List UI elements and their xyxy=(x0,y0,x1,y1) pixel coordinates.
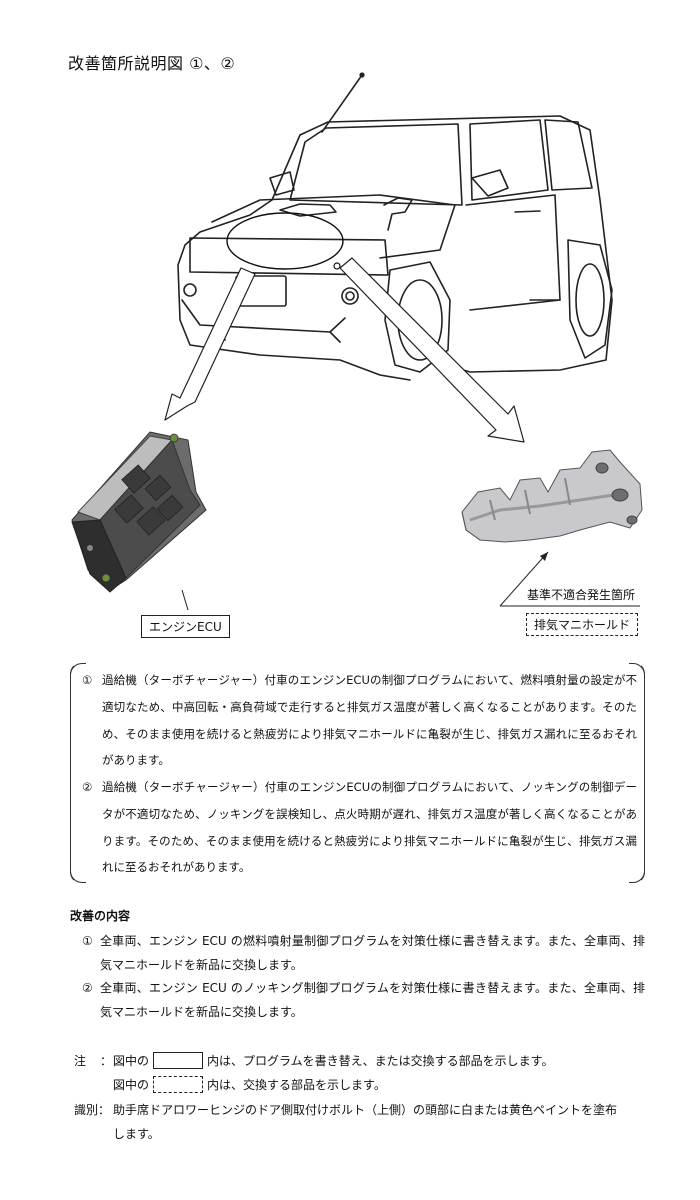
antenna xyxy=(321,74,363,133)
improvement-item-1-text: 全車両、エンジン ECU の燃料噴射量制御プログラムを対策仕様に書き替えます。ま… xyxy=(100,934,645,972)
defect-leader xyxy=(499,551,549,607)
manifold-location-dot xyxy=(333,262,341,270)
ecu-leader-line xyxy=(181,589,189,611)
arrow-to-manifold xyxy=(339,257,525,443)
vehicle-illustration xyxy=(71,72,643,611)
identification-label: 識別： xyxy=(74,1103,111,1117)
improvement-item-1-number: ① xyxy=(82,934,93,948)
manifold-label: 排気マニホールド xyxy=(526,613,639,636)
note-label: 注 xyxy=(74,1054,87,1068)
ecu-unit xyxy=(71,431,207,593)
defect-location-label: 基準不適合発生箇所 xyxy=(527,588,636,602)
reason-1-text: 過給機（ターボチャージャー）付車のエンジンECUの制御プログラムにおいて、燃料噴… xyxy=(102,673,637,768)
solid-box-sample xyxy=(153,1052,204,1069)
improvement-item-2-number: ② xyxy=(82,981,93,995)
reason-2-number: ② xyxy=(82,780,93,794)
reasons-box xyxy=(70,662,645,884)
note-line-1-post: 内は、プログラムを書き替え、または交換する部品を示します。 xyxy=(207,1054,554,1068)
improvement-item-2-text: 全車両、エンジン ECU のノッキング制御プログラムを対策仕様に書き替えます。ま… xyxy=(100,981,645,1019)
exhaust-manifold xyxy=(461,449,643,543)
note-line-1: 図中の 内は、プログラムを書き替え、または交換する部品を示します。 xyxy=(113,1052,553,1069)
note-line-1-pre: 図中の xyxy=(113,1054,150,1068)
note-line-2: 図中の 内は、交換する部品を示します。 xyxy=(113,1076,386,1093)
ecu-label: エンジンECU xyxy=(141,615,230,638)
dashed-box-sample xyxy=(153,1076,204,1093)
identification-text-line-1: 助手席ドアロワーヒンジのドア側取付けボルト（上側）の頭部に白または黄色ペイントを… xyxy=(113,1103,618,1117)
vehicle-drawing xyxy=(177,72,613,381)
note-line-2-pre: 図中の xyxy=(113,1078,150,1092)
reason-1-number: ① xyxy=(82,673,93,687)
identification-text-line-2: します。 xyxy=(113,1127,160,1141)
arrow-to-ecu xyxy=(164,267,256,421)
ecu-location-ellipse xyxy=(226,212,344,270)
page-title: 改善箇所説明図 ①、② xyxy=(68,54,236,73)
improvement-title: 改善の内容 xyxy=(70,909,131,923)
note-line-2-post: 内は、交換する部品を示します。 xyxy=(207,1078,386,1092)
reason-2-text: 過給機（ターボチャージャー）付車のエンジンECUの制御プログラムにおいて、ノッキ… xyxy=(102,780,637,875)
note-colon: ： xyxy=(100,1054,113,1068)
